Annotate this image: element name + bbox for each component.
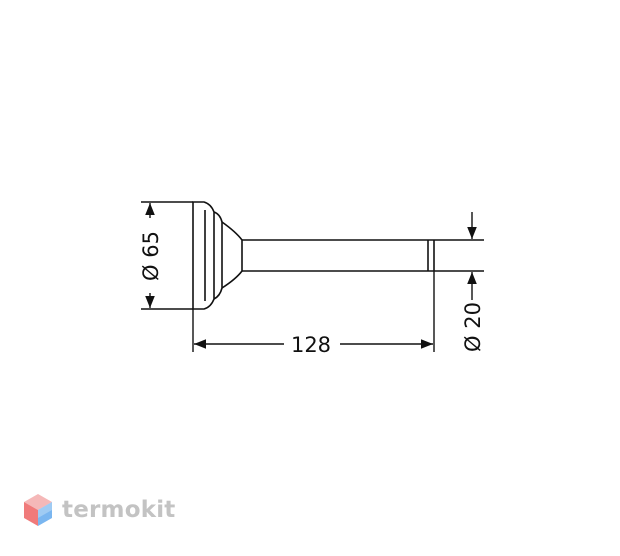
pipe-diameter-label: Ø 20 (461, 302, 485, 352)
flange-diameter-dimension (141, 201, 193, 310)
flange (192, 201, 243, 310)
pipe-diameter-dimension (434, 212, 484, 300)
flange-diameter-label: Ø 65 (139, 231, 163, 281)
pipe (242, 239, 435, 272)
termokit-logo-icon (24, 494, 52, 526)
length-dimension (192, 271, 435, 352)
watermark-brand: termokit (62, 497, 176, 523)
length-label: 128 (291, 333, 331, 357)
watermark: termokit (22, 492, 175, 528)
